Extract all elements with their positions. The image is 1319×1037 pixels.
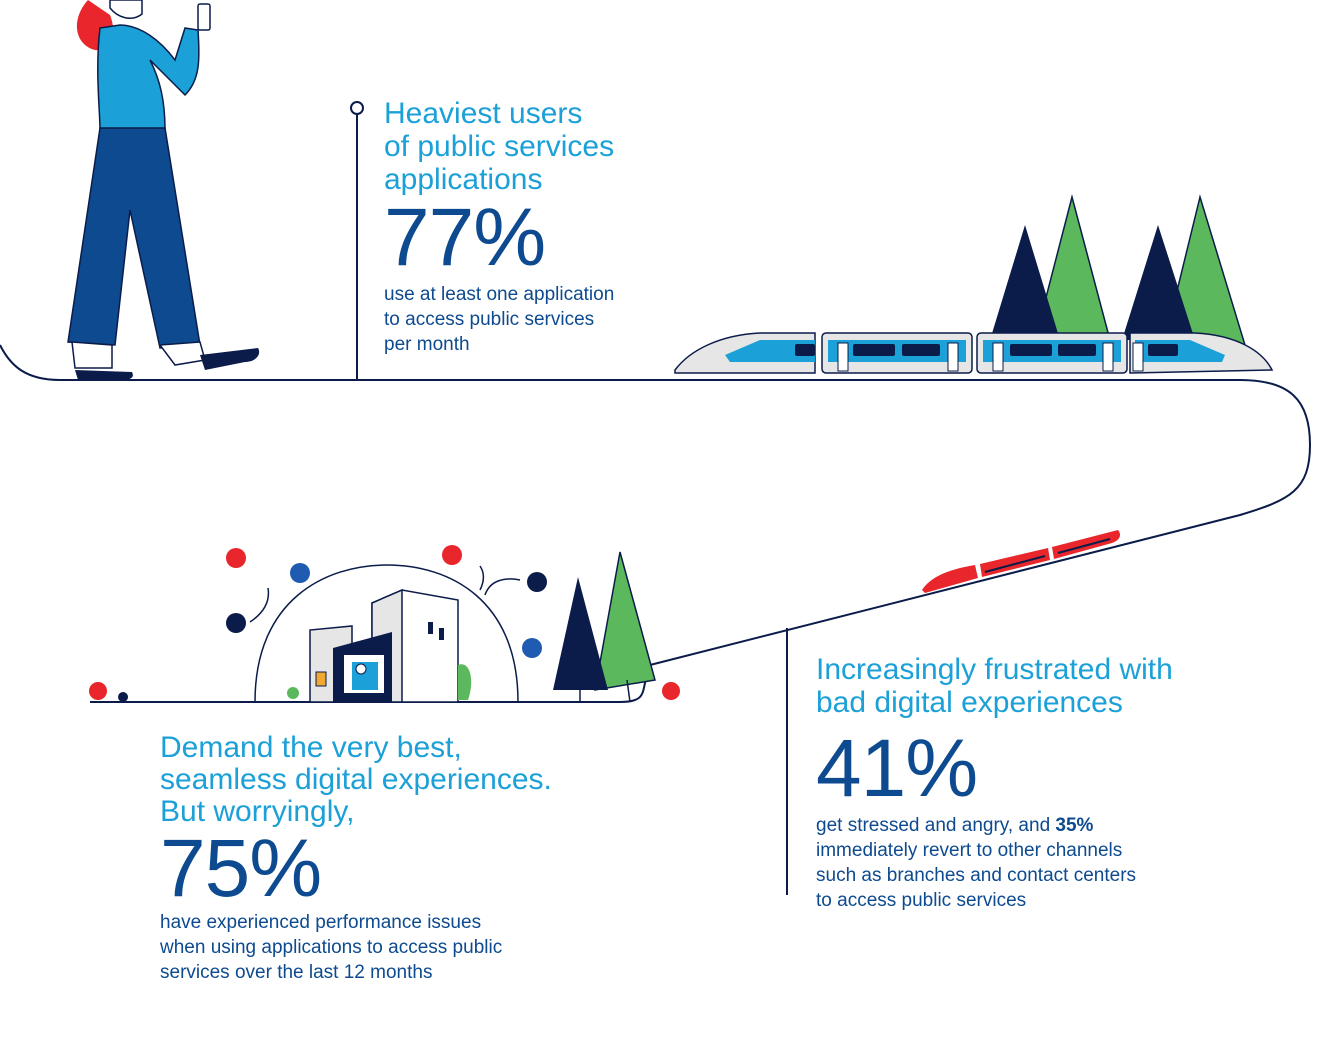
stat-description: get stressed and angry, and 35% immediat…: [816, 813, 1236, 913]
desc-line: have experienced performance issues: [160, 912, 482, 933]
stat-description: use at least one application to access p…: [384, 282, 714, 357]
desc-text: get stressed and angry, and: [816, 815, 1056, 836]
desc-line: to access public services: [816, 890, 1027, 911]
heading-line: of public services: [384, 130, 615, 163]
desc-line: use at least one application: [384, 284, 615, 305]
desc-line: get stressed and angry, and 35%: [816, 813, 1236, 838]
heading-line: seamless digital experiences.: [160, 763, 552, 796]
heading-line: Demand the very best,: [160, 731, 462, 764]
stat-heading: Demand the very best, seamless digital e…: [160, 732, 620, 828]
red-train-illustration: [922, 530, 1120, 593]
desc-line: immediately revert to other channels: [816, 840, 1123, 861]
person-walking-with-phone-illustration: [67, 0, 260, 380]
desc-line: such as branches and contact centers: [816, 865, 1137, 886]
desc-line: services over the last 12 months: [160, 962, 433, 983]
buildings-dome-illustration: [254, 564, 519, 703]
heading-line: Increasingly frustrated with: [816, 653, 1173, 686]
trees-illustration-bottom: [553, 551, 656, 703]
stat-value: 75%: [160, 823, 322, 914]
stat-value: 41%: [816, 723, 978, 814]
pin-dot-1: [350, 101, 364, 115]
heading-line: But worryingly,: [160, 795, 355, 828]
stat-heading: Heaviest users of public services applic…: [384, 97, 714, 196]
desc-highlight: 35%: [1055, 815, 1094, 836]
stat-block-demand-best: Demand the very best, seamless digital e…: [160, 732, 620, 985]
desc-line: when using applications to access public: [160, 937, 503, 958]
high-speed-train-illustration: [674, 332, 1274, 374]
stat-block-heaviest-users: Heaviest users of public services applic…: [384, 97, 714, 357]
desc-line: per month: [384, 334, 470, 355]
heading-line: Heaviest users: [384, 97, 583, 130]
heading-line: bad digital experiences: [816, 686, 1123, 719]
stat-block-frustrated: Increasingly frustrated with bad digital…: [816, 653, 1236, 913]
trees-illustration-top: [990, 194, 1247, 346]
stat-value: 77%: [384, 192, 546, 283]
desc-line: to access public services: [384, 309, 595, 330]
stat-heading: Increasingly frustrated with bad digital…: [816, 653, 1236, 719]
stat-description: have experienced performance issues when…: [160, 910, 620, 985]
heading-line: applications: [384, 163, 543, 196]
floating-dots-decoration: [89, 545, 680, 702]
journey-path-line: [0, 344, 1312, 703]
